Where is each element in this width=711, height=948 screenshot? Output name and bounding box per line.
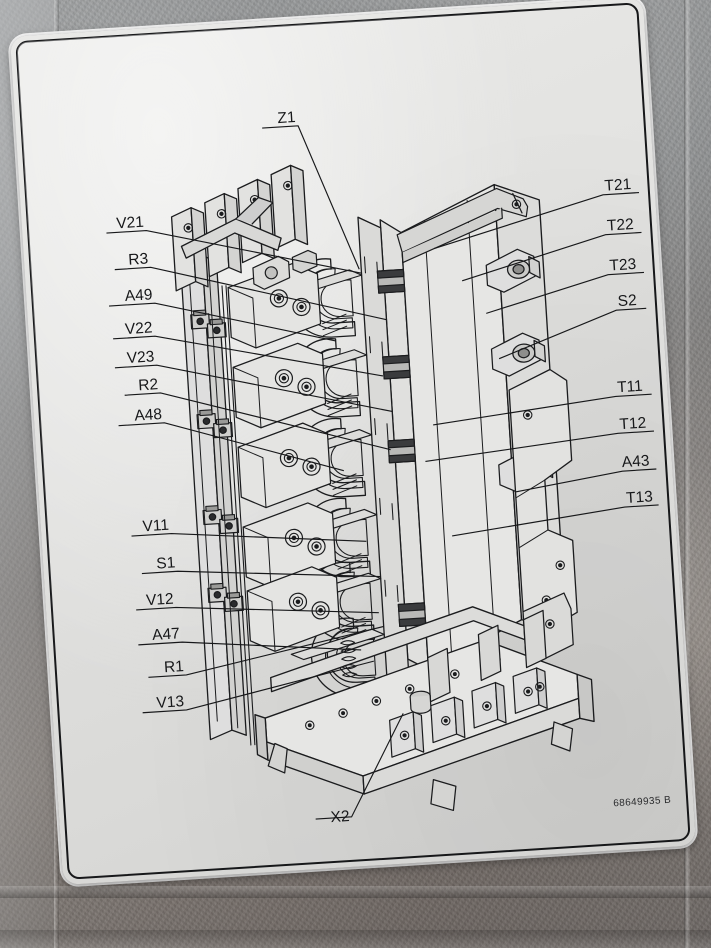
callout-label-S1: S1 [156,554,176,572]
callout-label-A48: A48 [134,406,163,425]
callout-label-V13: V13 [156,693,185,712]
callout-label-V21: V21 [116,214,145,233]
callout-labels: V21 R3 A49 V22 V23 R2 A48 V11 S1 V12 A47… [116,109,654,826]
callout-label-T21: T21 [604,176,632,195]
callout-label-V23: V23 [126,348,155,367]
callout-leader-lines [106,125,659,820]
callout-label-A49: A49 [124,286,153,305]
callout-label-T11: T11 [617,378,644,397]
callout-label-V12: V12 [145,591,174,610]
callout-label-T22: T22 [606,216,634,235]
callout-label-R1: R1 [164,658,185,676]
callout-label-V22: V22 [124,319,153,338]
callout-label-T23: T23 [609,256,637,275]
callout-label-T12: T12 [619,415,647,434]
callout-label-Z1: Z1 [277,109,296,127]
callout-label-S2: S2 [617,292,637,310]
callout-label-T13: T13 [626,488,654,507]
part-number: 68649935 B [613,795,672,810]
technical-drawing: V21 R3 A49 V22 V23 R2 A48 V11 S1 V12 A47… [16,3,689,878]
callout-label-R2: R2 [138,376,159,394]
callout-label-A47: A47 [152,625,181,644]
callout-label-X2: X2 [330,808,350,826]
callout-label-V11: V11 [142,517,169,536]
wall-ledge-lower [0,930,711,948]
wall-ledge-upper [0,886,711,898]
callout-label-R3: R3 [128,251,149,269]
diagram-plate: V21 R3 A49 V22 V23 R2 A48 V11 S1 V12 A47… [9,0,697,886]
callout-label-A43: A43 [621,452,650,471]
